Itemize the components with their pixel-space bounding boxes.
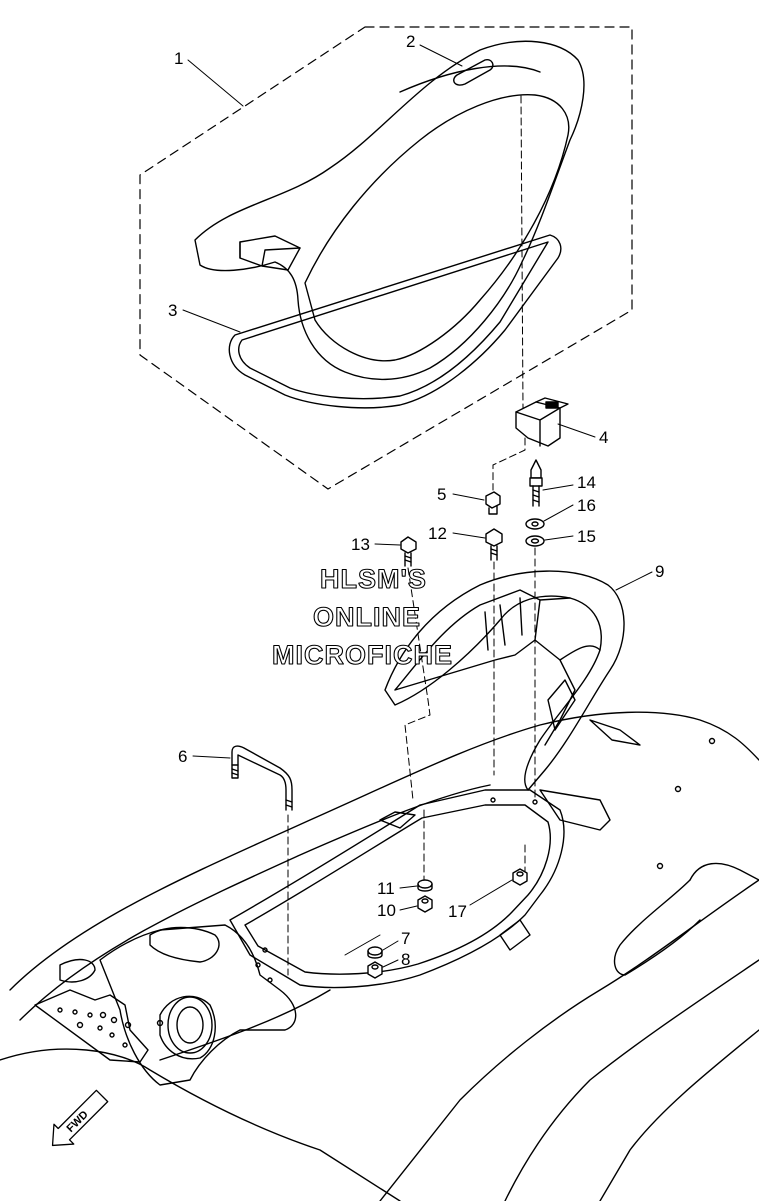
seat — [194, 40, 585, 381]
grab-handle — [384, 570, 625, 791]
watermark-line-3: MICROFICHE — [272, 640, 453, 670]
bracket-6 — [231, 745, 293, 811]
fwd-direction-marker: FWD — [51, 1089, 109, 1147]
washer-16 — [525, 518, 545, 530]
seat-assembly-dashed-outline — [139, 26, 633, 490]
callout-10: 10 — [377, 901, 396, 920]
nut-17 — [512, 868, 528, 886]
pin-14 — [529, 459, 543, 507]
grommet-11 — [417, 879, 433, 892]
arrow-icon — [51, 1089, 109, 1147]
callout-3: 3 — [168, 301, 177, 320]
callout-9: 9 — [655, 562, 664, 581]
bolt-12 — [485, 528, 503, 561]
alignment-line — [520, 95, 524, 409]
callout-7: 7 — [401, 929, 410, 948]
watermark-line-1: HLSM'S — [320, 564, 427, 594]
callout-17: 17 — [448, 902, 467, 921]
hull-deck — [0, 711, 759, 1201]
alignment-line — [492, 437, 526, 491]
callout-8: 8 — [401, 950, 410, 969]
watermark: HLSM'S ONLINE MICROFICHE — [271, 563, 453, 670]
callout-4: 4 — [599, 428, 608, 447]
callout-1: 1 — [174, 49, 183, 68]
callout-labels: 1 2 3 4 5 14 16 15 12 13 9 6 11 10 17 7 … — [168, 32, 664, 969]
callout-11: 11 — [377, 879, 395, 898]
bolt-13 — [400, 536, 417, 567]
callout-6: 6 — [178, 747, 187, 766]
seat-seal — [228, 234, 562, 409]
callout-16: 16 — [577, 496, 596, 515]
seat-hook — [515, 397, 569, 447]
nut-8 — [367, 961, 383, 979]
grommet-7 — [367, 946, 383, 959]
callout-13: 13 — [351, 535, 370, 554]
washer-15 — [525, 535, 545, 547]
leader-lines — [182, 44, 653, 968]
callout-2: 2 — [406, 32, 415, 51]
seat-badge — [453, 58, 494, 86]
installation-lines — [287, 547, 536, 976]
callout-14: 14 — [577, 473, 596, 492]
callout-5: 5 — [437, 485, 446, 504]
watermark-line-2: ONLINE — [313, 602, 421, 632]
nut-10 — [417, 895, 433, 913]
bolt-5 — [485, 491, 501, 515]
callout-15: 15 — [577, 527, 596, 546]
callout-12: 12 — [428, 524, 447, 543]
